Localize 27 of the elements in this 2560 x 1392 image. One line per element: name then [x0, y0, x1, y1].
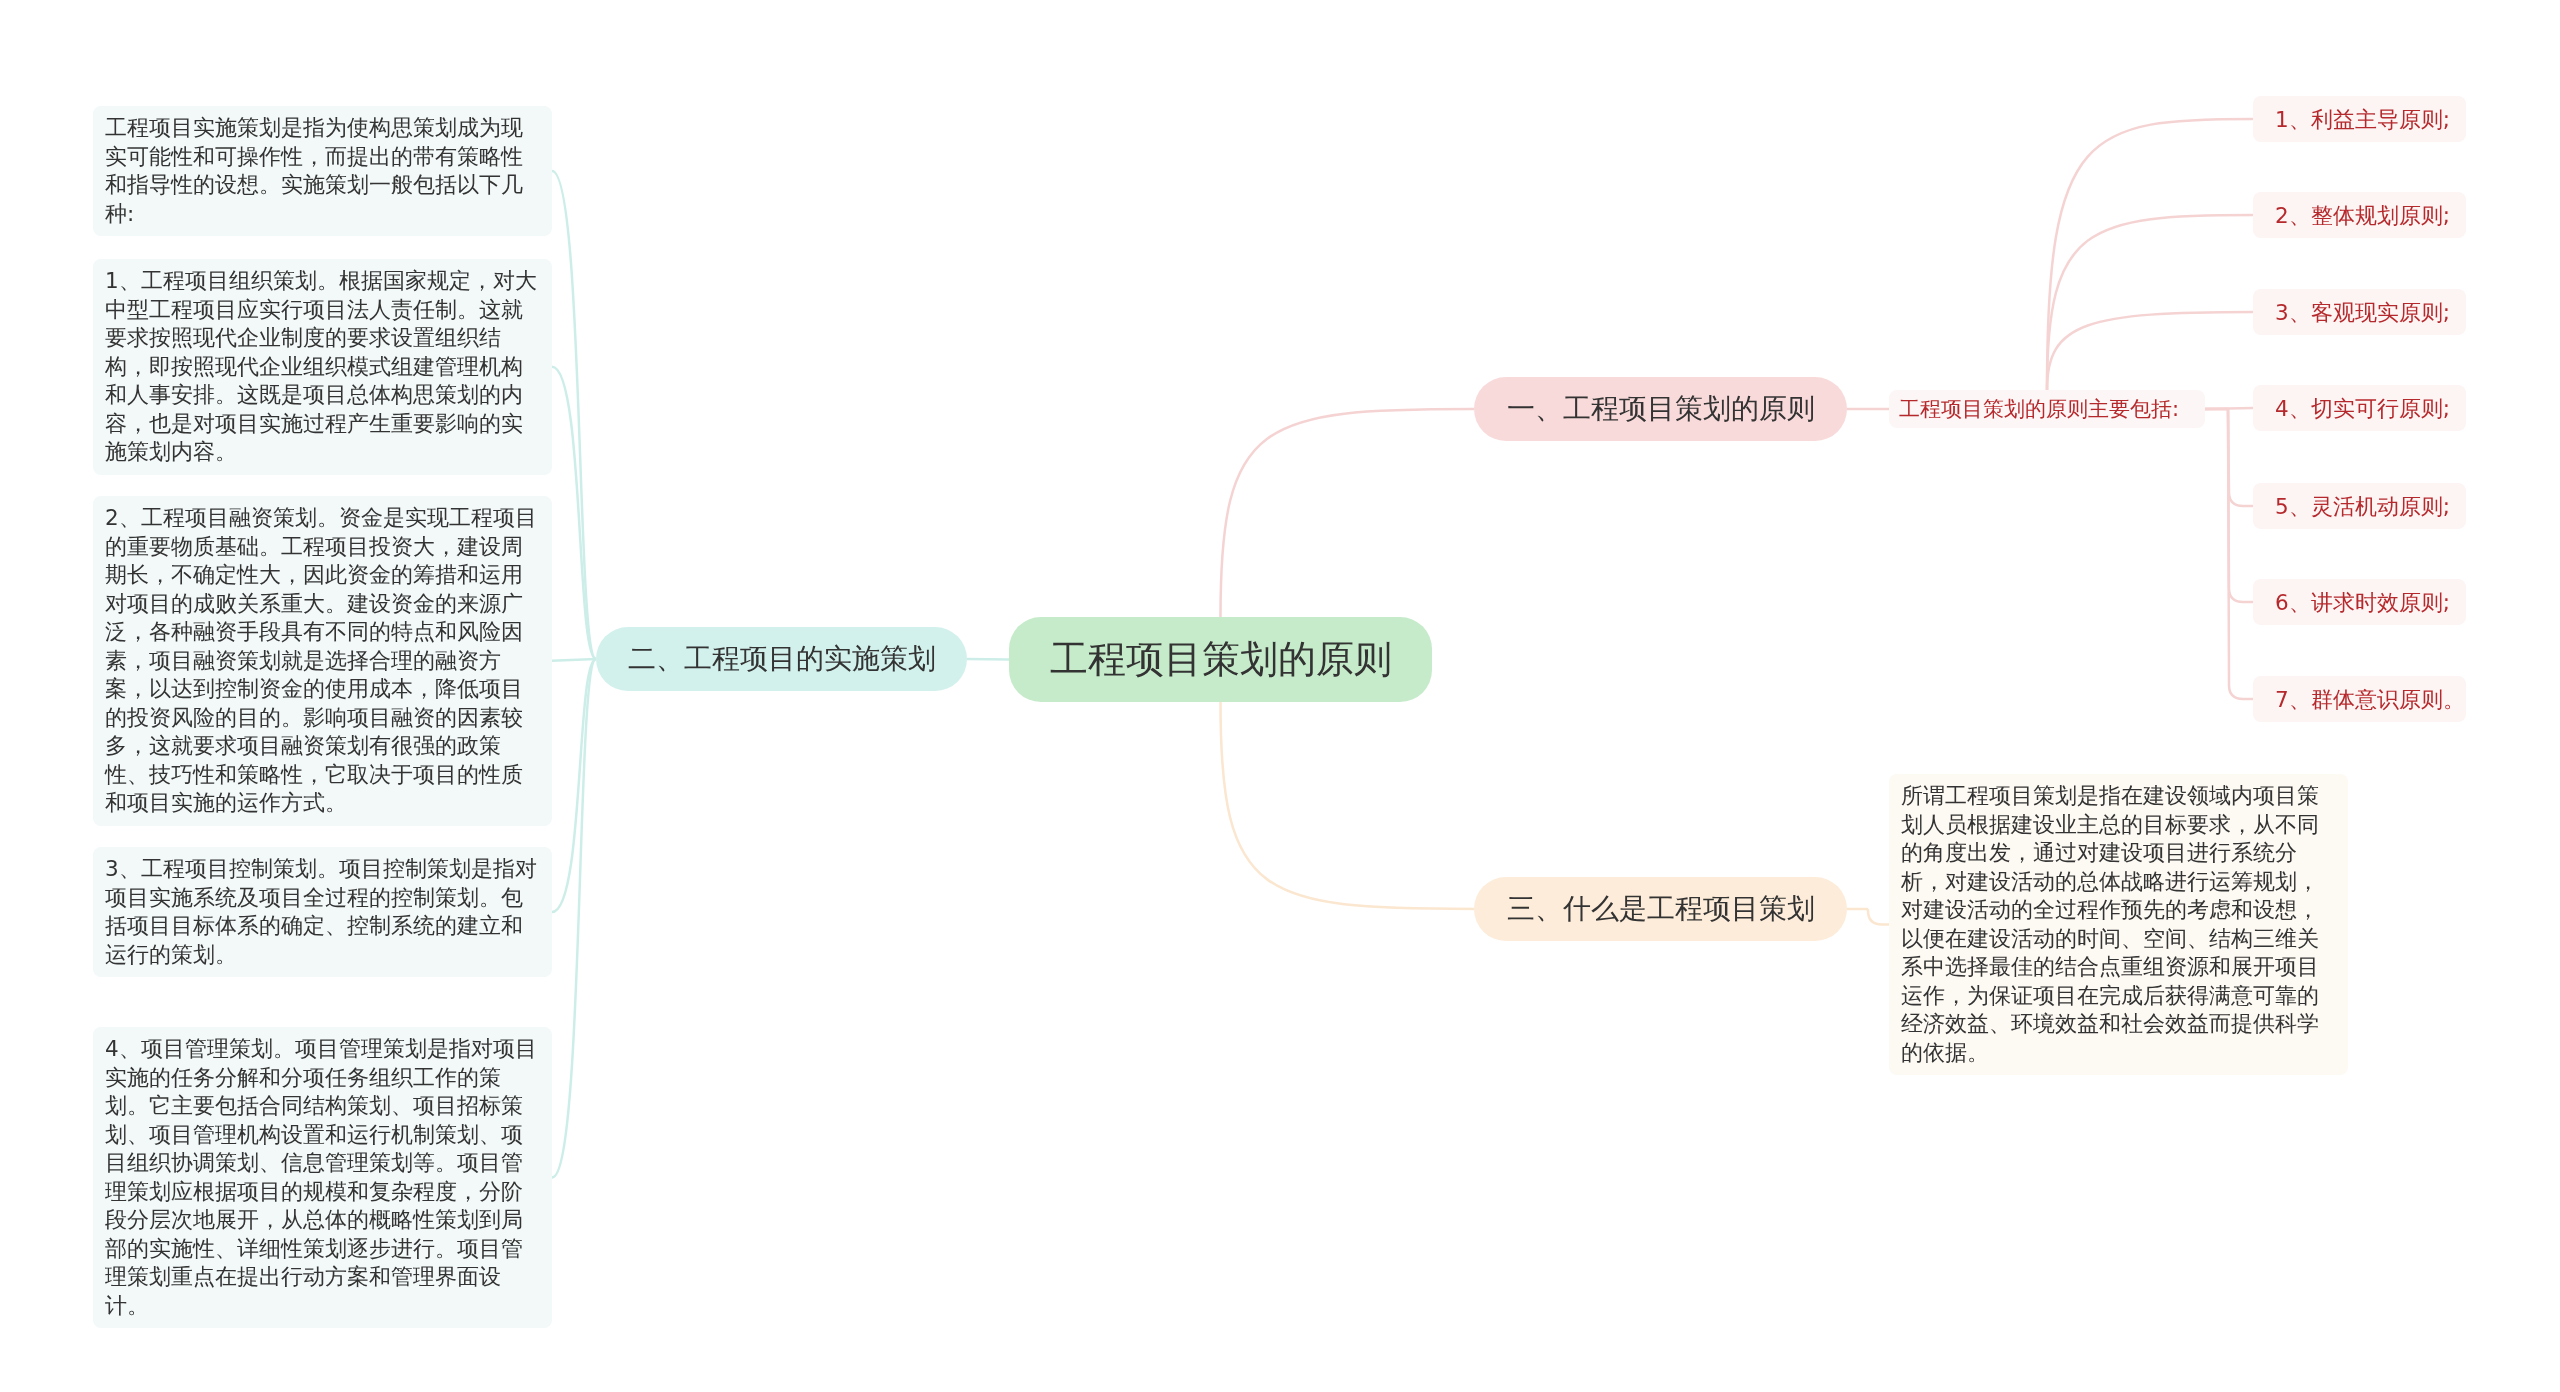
connector-line	[967, 657, 1009, 661]
connector-line	[2045, 310, 2253, 391]
connector-line	[1847, 407, 1889, 411]
principle-box: 1、利益主导原则;	[2253, 96, 2466, 142]
text-card: 1、工程项目组织策划。根据国家规定，对大中型工程项目应实行项目法人责任制。这就要求按照现代企业制度的要求设置组织结构，即按照现代企业组织模式组建管理机构和人事安排。这既是项目总体构思策划的内容，也是对项目实施过程产生重要影响的实施策划内容。	[93, 259, 552, 475]
connector-line	[551, 658, 598, 1179]
topic-pill: 一、工程项目策划的原则	[1474, 377, 1847, 441]
principle-box: 2、整体规划原则;	[2253, 192, 2466, 238]
subtopic-box: 工程项目策划的原则主要包括:	[1889, 390, 2205, 428]
connector-line	[551, 170, 598, 660]
text-card: 4、项目管理策划。项目管理策划是指对项目实施的任务分解和分项任务组织工作的策划。它主要包括合同结构策划、项目招标策划、项目管理机构设置和运行机制策划、项目组织协调策划、信息管理策划等。项目管理策划应根据项目的规模和复杂程度，分阶段分层次地展开，从总体的概略性策划到局部的实施性、详细性策划逐步进行。项目管理策划重点在提出行动方案和管理界面设计。	[93, 1027, 552, 1328]
text-card: 工程项目实施策划是指为使构思策划成为现实可能性和可操作性，而提出的带有策略性和指导性的设想。实施策划一般包括以下几种:	[93, 106, 552, 236]
principle-box: 7、群体意识原则。	[2253, 676, 2466, 722]
principle-box: 4、切实可行原则;	[2253, 385, 2466, 431]
topic-pill: 二、工程项目的实施策划	[596, 627, 967, 691]
central-topic: 工程项目策划的原则	[1009, 617, 1432, 702]
topic-pill: 三、什么是工程项目策划	[1474, 877, 1847, 941]
principle-box: 5、灵活机动原则;	[2253, 483, 2466, 529]
connector-line	[1219, 407, 1474, 618]
text-card: 3、工程项目控制策划。项目控制策划是指对项目实施系统及项目全过程的控制策划。包括项目目标体系的确定、控制系统的建立和运行的策划。	[93, 847, 552, 977]
connector-line	[2205, 407, 2253, 701]
connector-line	[1847, 907, 1889, 926]
text-card: 所谓工程项目策划是指在建设领域内项目策划人员根据建设业主总的目标要求，从不同的角度出发，通过对建设项目进行系统分析，对建设活动的总体战略进行运筹规划，对建设活动的全过程作预先的考虑和设想，以便在建设活动的时间、空间、结构三维关系中选择最佳的结合点重组资源和展开项目运作，为保证项目在完成后获得满意可靠的经济效益、环境效益和社会效益而提供科学的依据。	[1889, 774, 2348, 1075]
principle-box: 6、讲求时效原则;	[2253, 579, 2466, 625]
connector-line	[1219, 701, 1474, 911]
principle-box: 3、客观现实原则;	[2253, 289, 2466, 335]
text-card: 2、工程项目融资策划。资金是实现工程项目的重要物质基础。工程项目投资大，建设周期长，不确定性大，因此资金的筹措和运用对项目的成败关系重大。建设资金的来源广泛，各种融资手段具有不同的特点和风险因素，项目融资策划就是选择合理的融资方案，以达到控制资金的使用成本，降低项目的投资风险的目的。影响项目融资的因素较多，这就要求项目融资策划有很强的政策性、技巧性和策略性，它取决于项目的性质和项目实施的运作方式。	[93, 496, 552, 826]
